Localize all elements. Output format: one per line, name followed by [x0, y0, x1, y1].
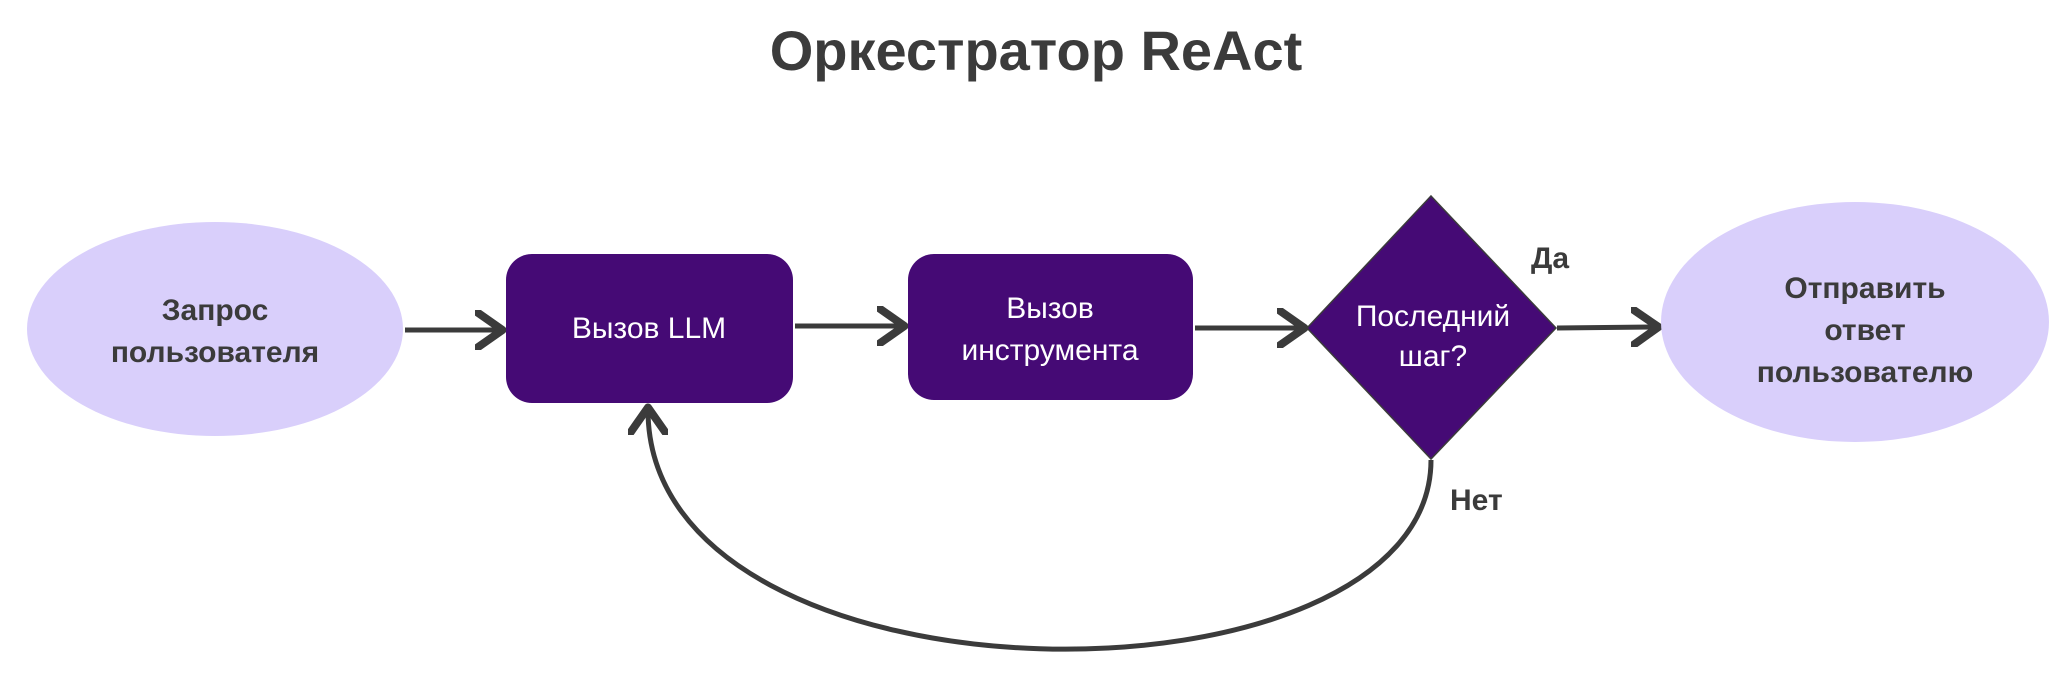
node-tool-call-line2: инструмента — [961, 334, 1138, 367]
node-llm-call: Вызов LLM — [506, 254, 793, 403]
arrow-loop-no-to-llm — [648, 410, 1434, 652]
node-decision-last-step: Последний шаг? — [1305, 194, 1558, 461]
node-decision-line2: шаг? — [1399, 340, 1467, 373]
edge-label-yes: Да — [1531, 242, 1569, 275]
node-send-reply: Отправить ответ пользователю — [1661, 202, 2049, 442]
diagram-title: Оркестратор ReAct — [769, 19, 1303, 82]
node-decision-line1: Последний — [1356, 300, 1510, 333]
node-send-reply-line2: ответ — [1824, 314, 1905, 347]
node-user-request: Запрос пользователя — [27, 222, 403, 436]
node-send-reply-line3: пользователю — [1757, 356, 1973, 389]
node-user-request-line1: Запрос — [162, 294, 269, 327]
node-tool-call-line1: Вызов — [1006, 292, 1094, 325]
node-tool-call: Вызов инструмента — [908, 254, 1193, 400]
node-llm-call-label: Вызов LLM — [572, 312, 726, 345]
node-send-reply-line1: Отправить — [1784, 272, 1945, 305]
node-user-request-line2: пользователя — [111, 336, 319, 369]
edge-label-no: Нет — [1450, 484, 1503, 517]
arrow-decision-to-reply — [1556, 327, 1656, 328]
